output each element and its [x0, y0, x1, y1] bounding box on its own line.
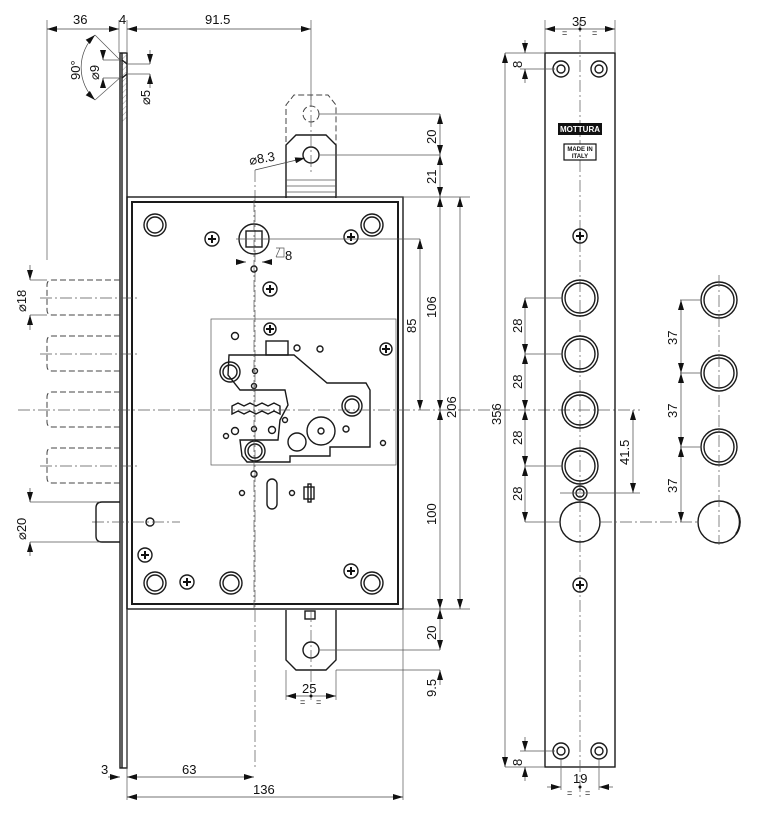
rivet: [143, 571, 167, 595]
svg-text:ITALY: ITALY: [572, 154, 588, 160]
dim-spindle-8: 8: [285, 248, 292, 263]
dim-206: 206: [444, 396, 459, 418]
lock-mechanism: [210, 318, 397, 466]
dim-8-top: 8: [510, 61, 525, 68]
bottom-dimension-chain: 3 63 136: [101, 609, 404, 800]
dim-8-bottom: 8: [510, 759, 525, 766]
svg-text:=: =: [592, 28, 597, 38]
dim-dia-20: ⌀20: [14, 518, 29, 540]
dim-dia-8-3: ⌀8.3: [248, 149, 276, 168]
bolt-hole: [561, 391, 599, 429]
dim-dia-5: ⌀5: [138, 90, 153, 105]
dim-37-c: 37: [665, 479, 680, 493]
brand-logo: [558, 123, 602, 135]
dim-4: 4: [119, 12, 126, 27]
spindle-hub: 8: [236, 223, 420, 273]
screw-icon: [204, 231, 220, 247]
screw-icon: [379, 342, 393, 356]
dim-28-b: 28: [510, 375, 525, 389]
dim-85: 85: [404, 319, 419, 333]
dim-angle-90: 90°: [68, 60, 83, 80]
svg-text:MADE IN: MADE IN: [567, 147, 592, 153]
svg-text:=: =: [585, 788, 590, 798]
screw-icon: [343, 229, 359, 245]
screw-icon: [572, 228, 588, 244]
dim-28-d: 28: [510, 487, 525, 501]
svg-text:=: =: [567, 788, 572, 798]
rivet: [219, 571, 243, 595]
svg-text:=: =: [300, 697, 305, 707]
dim-19: 19: [573, 771, 587, 786]
faceplate-side-view: [119, 52, 128, 769]
screw-icon: [137, 547, 153, 563]
strike-plate: MOTTURA MADE IN ITALY: [544, 20, 616, 800]
dim-356: 356: [489, 403, 504, 425]
dim-dia-18: ⌀18: [14, 290, 29, 312]
dim-37-b: 37: [665, 404, 680, 418]
lock-case: 8: [92, 196, 420, 610]
dim-63: 63: [182, 762, 196, 777]
top-dimension-chain: 36 4 91.5: [46, 12, 312, 260]
rivet: [360, 571, 384, 595]
rivet: [360, 213, 384, 237]
dim-37-a: 37: [665, 331, 680, 345]
countersink-detail: 90° ⌀9 ⌀5: [68, 34, 153, 105]
svg-text:=: =: [316, 697, 321, 707]
key-profile-icon: [231, 402, 281, 416]
dim-dia-9: ⌀9: [87, 65, 102, 80]
dim-3: 3: [101, 762, 108, 777]
brand-label: MOTTURA: [560, 125, 600, 134]
origin-badge: [563, 143, 597, 161]
dim-28-a: 28: [510, 319, 525, 333]
dim-25: 25: [302, 681, 316, 696]
dim-100: 100: [424, 503, 439, 525]
dim-36: 36: [73, 12, 87, 27]
bolt-heads-view: 37 37 37: [600, 275, 741, 545]
dim-20-top: 20: [424, 130, 439, 144]
dim-9-5: 9.5: [424, 679, 439, 697]
screw-icon: [572, 577, 588, 593]
dim-21: 21: [424, 170, 439, 184]
dim-136: 136: [253, 782, 275, 797]
screw-icon: [262, 281, 278, 297]
screw-icon: [263, 322, 277, 336]
dim-28-c: 28: [510, 431, 525, 445]
svg-text:=: =: [562, 28, 567, 38]
top-latch-tongue: ⌀8.3: [248, 94, 440, 770]
lock-vertical-dims: 20 21 106 85 206 100 20 9.5: [336, 114, 470, 697]
rivet: [143, 213, 167, 237]
deadbolts-hidden: ⌀18 ⌀20: [14, 265, 140, 556]
screw-icon: [343, 563, 359, 579]
dim-35: 35: [572, 14, 586, 29]
dim-91-5: 91.5: [205, 12, 230, 27]
dim-106: 106: [424, 296, 439, 318]
dim-20-bottom: 20: [424, 626, 439, 640]
dim-41-5: 41.5: [617, 440, 632, 465]
bottom-latch-tongue: 25 = =: [285, 610, 440, 707]
strike-plate-dims: 35 = = 8 8 356 28 28 28 28 41.5: [489, 14, 640, 798]
screw-icon: [179, 574, 195, 590]
